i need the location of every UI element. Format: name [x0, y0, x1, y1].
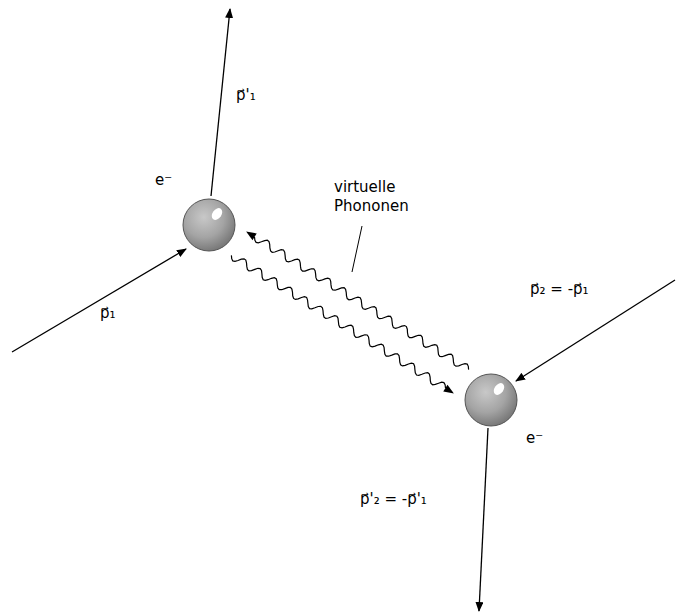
- callout-label: virtuelle Phononen: [334, 178, 424, 216]
- momentum-arrow: [211, 9, 230, 196]
- particle-label: e⁻: [526, 429, 543, 448]
- particle-label: e⁻: [155, 171, 172, 190]
- electron: e⁻: [182, 198, 236, 252]
- leader-line: [352, 226, 362, 272]
- electron-sphere: [182, 198, 236, 252]
- electron-sphere: [464, 373, 518, 427]
- phonon-wave: [231, 255, 453, 393]
- electron: e⁻: [464, 373, 518, 427]
- momentum-label: p⃗₂ = -p⃗₁: [530, 280, 589, 299]
- momentum-arrow: [12, 249, 186, 352]
- momentum-label: p⃗'₂ = -p⃗'₁: [360, 490, 427, 509]
- momentum-arrow: [516, 280, 675, 381]
- momentum-label: p⃗'₁: [236, 86, 256, 105]
- momentum-arrow: [479, 428, 488, 611]
- phonon-wave: [246, 232, 468, 370]
- momentum-label: p⃗₁: [100, 304, 116, 323]
